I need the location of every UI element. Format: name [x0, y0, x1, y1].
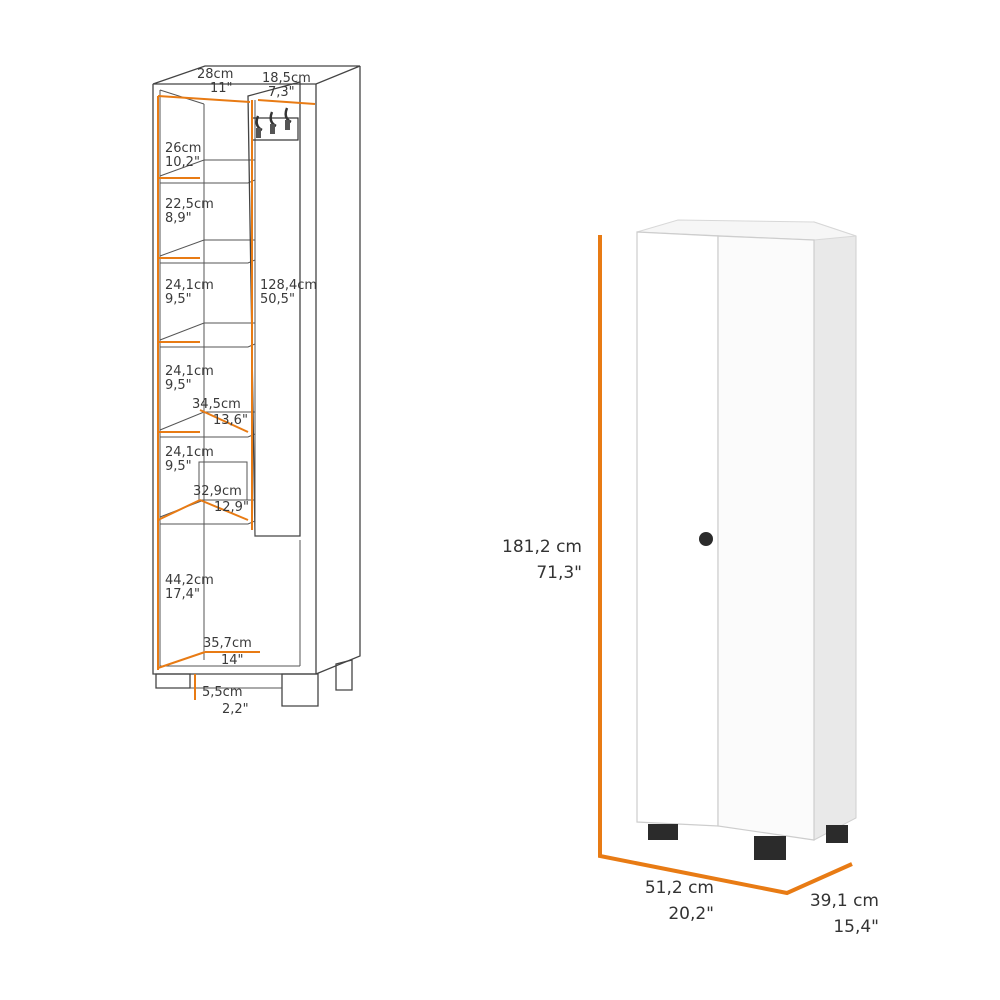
schematic-front-outline	[152, 84, 317, 675]
label-shelf-2-cm: 22,5cm	[165, 197, 214, 212]
label-door-height-in: 50,5"	[260, 292, 295, 307]
schematic-shelf	[160, 179, 256, 184]
cabinet-right-door	[717, 235, 815, 841]
label-top-depth-cm: 18,5cm	[262, 71, 311, 86]
label-shelf-1-in: 10,2"	[165, 155, 200, 170]
schematic-shelf	[159, 322, 255, 341]
label-width-in: 20,2"	[668, 904, 714, 924]
hook-rack-icon	[251, 107, 299, 141]
product-labels: 181,2 cm 71,3" 51,2 cm 20,2" 39,1 cm 15,…	[502, 537, 879, 937]
label-leg-height-cm: 5,5cm	[202, 685, 243, 700]
schematic-leg	[155, 673, 191, 689]
label-height-cm: 181,2 cm	[502, 537, 582, 557]
schematic-dimension-lines	[157, 95, 316, 700]
dim-shelf-depth-2	[157, 499, 201, 521]
label-bottom-space-in: 17,4"	[165, 587, 200, 602]
label-shelf-4-cm: 24,1cm	[165, 364, 214, 379]
label-door-height-cm: 128,4cm	[260, 278, 317, 293]
cabinet-foot-front-left	[648, 824, 678, 840]
cabinet-product-render	[598, 219, 857, 896]
schematic-shelf	[159, 159, 255, 177]
schematic-shelf	[160, 259, 256, 264]
label-shelf-3-cm: 24,1cm	[165, 278, 214, 293]
schematic-shelf	[159, 239, 255, 257]
label-depth-in: 15,4"	[833, 917, 879, 937]
schematic-shelf	[160, 343, 256, 348]
schematic-leg	[281, 673, 319, 707]
label-shelf-1-cm: 26cm	[165, 141, 201, 156]
schematic-inner-left	[159, 90, 300, 667]
schematic-top-face	[152, 65, 361, 85]
label-shelf-depth-1-in: 13,6"	[213, 413, 248, 428]
schematic-labels: 28cm 11" 18,5cm 7,3" 26cm 10,2" 22,5cm 8…	[165, 67, 317, 717]
label-shelf-3-in: 9,5"	[165, 292, 192, 307]
label-shelf-5-cm: 24,1cm	[165, 445, 214, 460]
dim-shelf-depth-2b	[199, 499, 249, 521]
label-bottom-space-cm: 44,2cm	[165, 573, 214, 588]
schematic-leg	[335, 659, 353, 691]
schematic-open-door	[247, 81, 301, 537]
label-base-depth-cm: 35,7cm	[203, 636, 252, 651]
label-depth-cm: 39,1 cm	[810, 891, 879, 911]
schematic-drawer	[198, 461, 248, 501]
label-top-width-in: 11"	[210, 81, 233, 96]
label-shelf-depth-2-cm: 32,9cm	[193, 484, 242, 499]
schematic-shelf	[160, 520, 256, 525]
label-width-cm: 51,2 cm	[645, 878, 714, 898]
label-shelf-4-in: 9,5"	[165, 378, 192, 393]
cabinet-foot-front-right	[754, 836, 786, 860]
label-top-width-cm: 28cm	[197, 67, 233, 82]
label-height-in: 71,3"	[536, 563, 582, 583]
label-shelf-5-in: 9,5"	[165, 459, 192, 474]
dim-shelf-depth-1	[199, 409, 249, 433]
cabinet-left-door	[636, 231, 719, 827]
cabinet-foot-back-right	[826, 825, 848, 843]
dim-base-depth	[157, 651, 206, 669]
schematic-shelf	[160, 433, 256, 438]
product-dimension-lines	[598, 235, 853, 896]
dim-top-width	[157, 95, 251, 103]
schematic-side-outline	[315, 66, 361, 675]
label-shelf-2-in: 8,9"	[165, 211, 192, 226]
label-base-depth-in: 14"	[221, 653, 244, 668]
label-top-depth-in: 7,3"	[268, 85, 295, 100]
label-shelf-depth-1-cm: 34,5cm	[192, 397, 241, 412]
label-leg-height-in: 2,2"	[222, 702, 249, 717]
door-knob-icon	[699, 532, 713, 546]
label-shelf-depth-2-in: 12,9"	[214, 500, 249, 515]
dim-top-depth	[257, 99, 316, 105]
cabinet-side-panel	[813, 221, 857, 841]
